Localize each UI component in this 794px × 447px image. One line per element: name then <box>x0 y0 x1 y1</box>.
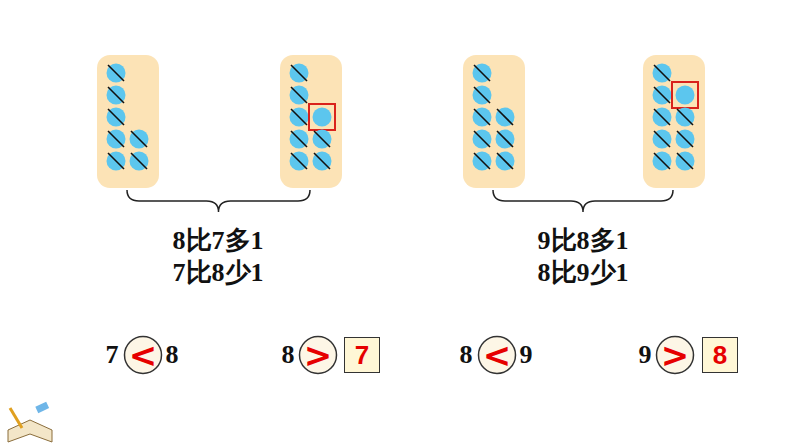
slash <box>108 87 124 103</box>
compare-sign: > <box>661 338 690 372</box>
dot-frame <box>463 55 525 188</box>
dot-frame <box>97 55 159 188</box>
compare-sign: < <box>483 338 512 372</box>
dot <box>653 108 672 127</box>
slash <box>108 65 124 81</box>
dot-frame <box>643 55 705 188</box>
slash <box>474 109 490 125</box>
dot <box>290 108 309 127</box>
slash <box>108 131 124 147</box>
highlight-square <box>309 104 335 130</box>
comparison-sentence: 8比9少1 <box>538 259 629 288</box>
comparison-sentence: 8比7多1 <box>173 227 264 256</box>
dot <box>676 86 695 105</box>
number: 8 <box>460 341 473 370</box>
dot <box>653 130 672 149</box>
brace <box>127 190 310 212</box>
dot <box>473 64 492 83</box>
answer-box: 8 <box>702 337 738 373</box>
slash <box>654 87 670 103</box>
frame-bg <box>463 55 525 188</box>
dot <box>473 130 492 149</box>
dot <box>653 64 672 83</box>
slash <box>291 131 307 147</box>
dot <box>473 152 492 171</box>
slash <box>654 131 670 147</box>
dot <box>290 64 309 83</box>
slash <box>291 65 307 81</box>
dot <box>107 152 126 171</box>
symbol-circle: < <box>123 335 163 375</box>
slash <box>131 153 147 169</box>
dot <box>313 152 332 171</box>
comparison-sentence: 7比8少1 <box>173 259 264 288</box>
symbol-circle: > <box>655 335 695 375</box>
slash <box>314 153 330 169</box>
slash <box>108 109 124 125</box>
dot <box>313 130 332 149</box>
slash <box>314 131 330 147</box>
book-icon <box>8 402 52 442</box>
slash <box>677 131 693 147</box>
dot <box>107 86 126 105</box>
answer-number: 7 <box>355 342 369 368</box>
number: 8 <box>282 341 295 370</box>
frame-bg <box>97 55 159 188</box>
answer-box: 7 <box>344 337 380 373</box>
dot <box>653 86 672 105</box>
dot <box>496 152 515 171</box>
slash <box>677 153 693 169</box>
dot <box>290 130 309 149</box>
slash <box>497 153 513 169</box>
highlight-square <box>672 82 698 108</box>
compare-sign: > <box>304 338 333 372</box>
dot <box>313 108 332 127</box>
compare-sign: < <box>129 338 158 372</box>
dot <box>107 64 126 83</box>
symbol-circle: < <box>477 335 517 375</box>
slash <box>474 65 490 81</box>
dot <box>473 86 492 105</box>
dot <box>496 108 515 127</box>
number: 9 <box>520 341 533 370</box>
dot <box>676 130 695 149</box>
answer-number: 8 <box>713 342 727 368</box>
symbol-circle: > <box>298 335 338 375</box>
dot <box>130 152 149 171</box>
slash <box>677 109 693 125</box>
slash <box>291 153 307 169</box>
number: 7 <box>106 341 119 370</box>
slash <box>291 109 307 125</box>
number: 8 <box>166 341 179 370</box>
slash <box>654 109 670 125</box>
dot <box>473 108 492 127</box>
dot <box>107 108 126 127</box>
slash <box>654 65 670 81</box>
comparison-sentence: 9比8多1 <box>538 227 629 256</box>
slash <box>497 131 513 147</box>
slash <box>131 131 147 147</box>
dot <box>290 152 309 171</box>
slash <box>654 153 670 169</box>
dot <box>107 130 126 149</box>
dot <box>676 152 695 171</box>
number: 9 <box>639 341 652 370</box>
slash <box>474 131 490 147</box>
brace <box>493 190 673 212</box>
dot <box>653 152 672 171</box>
slash <box>474 153 490 169</box>
dot <box>290 86 309 105</box>
slash <box>291 87 307 103</box>
slash <box>474 87 490 103</box>
slash <box>108 153 124 169</box>
dot-frame <box>280 55 342 188</box>
dot <box>130 130 149 149</box>
slash <box>497 109 513 125</box>
dot <box>676 108 695 127</box>
dot <box>496 130 515 149</box>
frame-bg <box>643 55 705 188</box>
frame-bg <box>280 55 342 188</box>
